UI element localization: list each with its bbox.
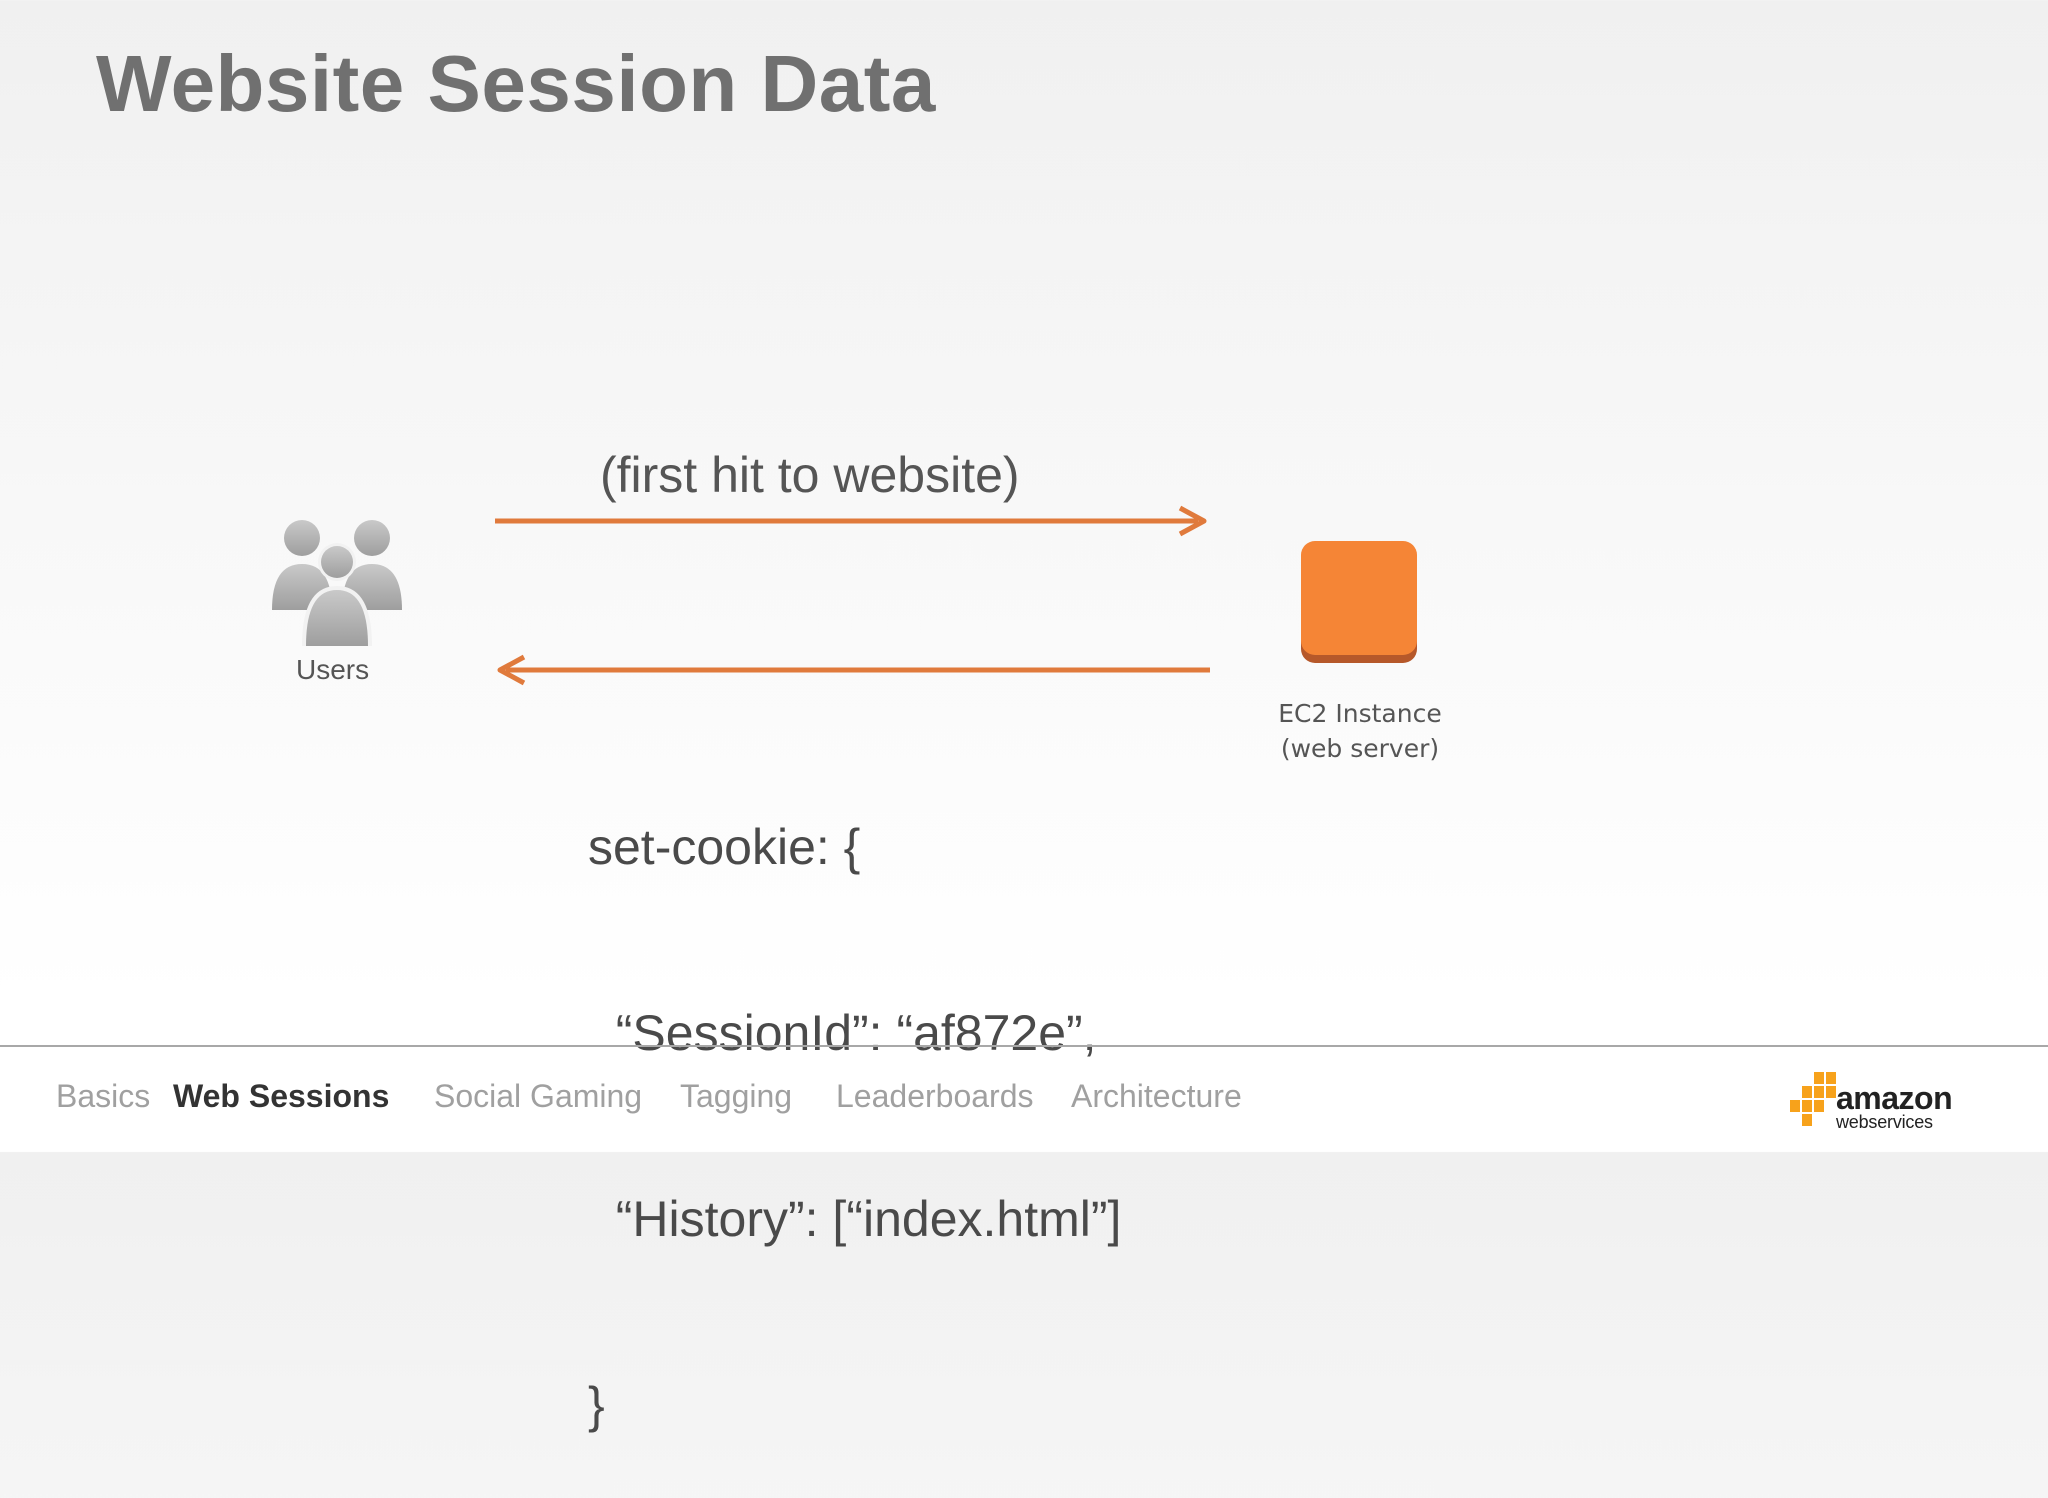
nav-item-architecture[interactable]: Architecture [1071,1078,1242,1114]
response-arrow [497,654,1210,686]
aws-logo [1790,1072,1836,1126]
nav-item-web-sessions[interactable]: Web Sessions [173,1078,390,1114]
ec2-label-line2: (web server) [1280,734,1440,763]
aws-brand-text: amazon [1836,1080,1953,1116]
cookie-line: set-cookie: { [588,819,861,875]
nav-item-tagging[interactable]: Tagging [680,1078,793,1114]
nav-item-basics[interactable]: Basics [56,1078,151,1114]
slide-title: Website Session Data [96,39,936,128]
nav-item-social-gaming[interactable]: Social Gaming [434,1078,643,1114]
ec2-instance-icon [1301,541,1417,663]
users-label: Users [296,654,370,685]
footer-divider [0,1045,2048,1047]
cookie-line: “SessionId”: “af872e”, [588,1005,1097,1061]
nav-item-leaderboards[interactable]: Leaderboards [836,1078,1034,1114]
aws-cubes-icon [1790,1072,1836,1126]
cookie-line: “History”: [“index.html”] [588,1191,1122,1247]
ec2-instance-label: EC2 Instance (web server) [1240,696,1480,766]
request-arrow [495,505,1207,537]
request-label: (first hit to website) [600,447,1020,503]
ec2-label-line1: EC2 Instance [1278,699,1442,728]
aws-tagline-text: webservices [1836,1112,1933,1132]
cookie-line: } [588,1377,605,1433]
users-icon [272,520,402,646]
